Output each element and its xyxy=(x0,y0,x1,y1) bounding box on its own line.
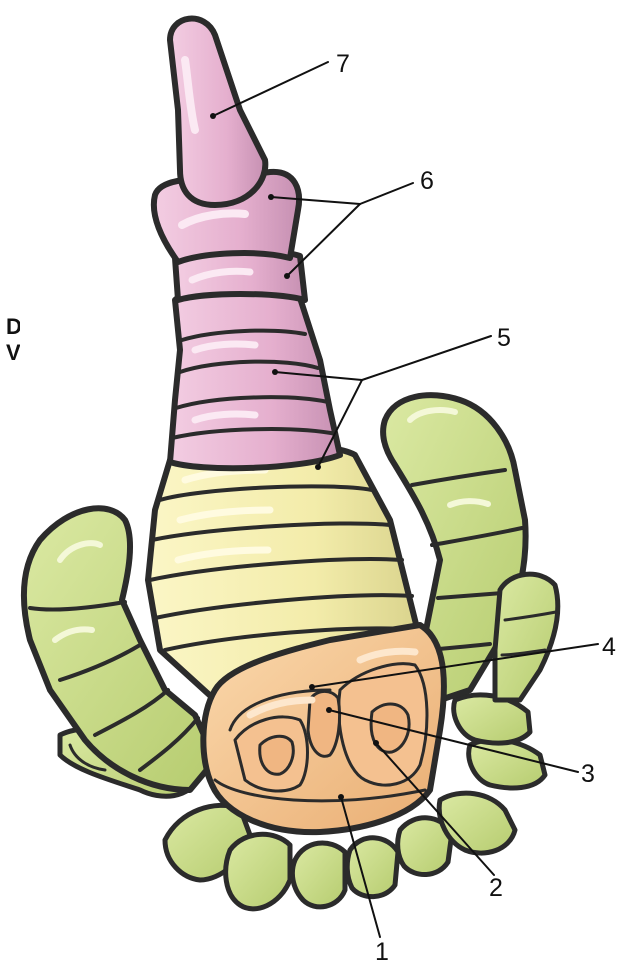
label-4: 4 xyxy=(602,633,616,661)
tail-pink xyxy=(154,19,340,469)
right-secondary-leg xyxy=(495,574,558,700)
label-5: 5 xyxy=(497,324,511,352)
label-2: 2 xyxy=(489,874,503,902)
label-3: 3 xyxy=(581,760,595,788)
label-7: 7 xyxy=(336,50,350,78)
label-6: 6 xyxy=(420,167,434,195)
label-1: 1 xyxy=(375,938,389,966)
